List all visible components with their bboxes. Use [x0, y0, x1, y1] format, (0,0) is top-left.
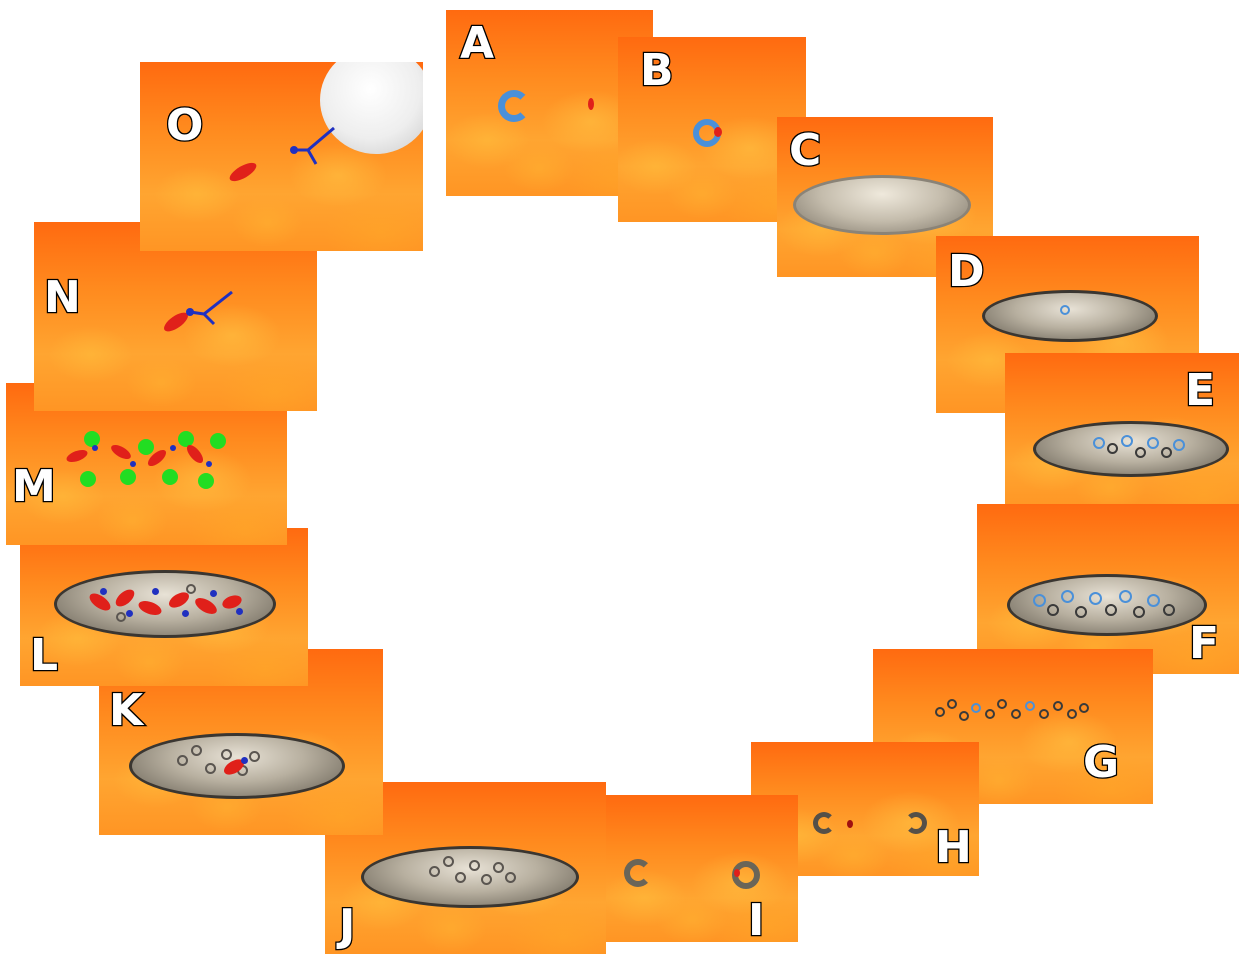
- peptide-mhc-cluster: [86, 584, 256, 626]
- panel-l: L: [20, 528, 308, 686]
- protein-icon: [624, 859, 652, 887]
- protein-cluster: [1091, 433, 1191, 465]
- protein-cluster: [429, 856, 519, 896]
- panel-label-a: A: [460, 22, 494, 66]
- panel-e: E: [1005, 353, 1239, 511]
- vesicle-icon: [793, 175, 971, 235]
- protein-icon: [498, 90, 530, 122]
- panel-label-b: B: [640, 49, 674, 93]
- peptide-bound-icon: [714, 127, 722, 137]
- protein-icon: [1060, 305, 1070, 315]
- receptor-icon: [140, 62, 423, 251]
- panel-label-m: M: [12, 465, 56, 509]
- released-protein-cluster: [935, 697, 1095, 727]
- peptide-fragment-icon: [588, 98, 594, 110]
- panel-label-g: G: [1083, 741, 1119, 785]
- panel-label-k: K: [109, 689, 143, 733]
- peptide-bound-icon: [734, 869, 740, 877]
- protein-cluster: [1033, 586, 1183, 626]
- panel-label-e: E: [1185, 369, 1215, 413]
- peptide-fragment-icon: [847, 820, 853, 828]
- t-cell-cluster: [66, 427, 236, 497]
- protein-icon: [813, 812, 835, 834]
- panel-label-c: C: [789, 129, 821, 173]
- panel-label-h: H: [935, 826, 972, 870]
- panel-label-d: D: [948, 250, 985, 294]
- panel-o: O: [140, 62, 423, 251]
- panel-label-l: L: [30, 634, 58, 678]
- panel-label-j: J: [339, 904, 355, 948]
- protein-icon: [905, 812, 927, 834]
- panel-label-i: I: [748, 899, 764, 942]
- panel-label-f: F: [1189, 622, 1219, 666]
- vesicle-icon: [982, 290, 1158, 342]
- protein-cluster: [177, 743, 267, 789]
- panel-i: I: [606, 795, 798, 942]
